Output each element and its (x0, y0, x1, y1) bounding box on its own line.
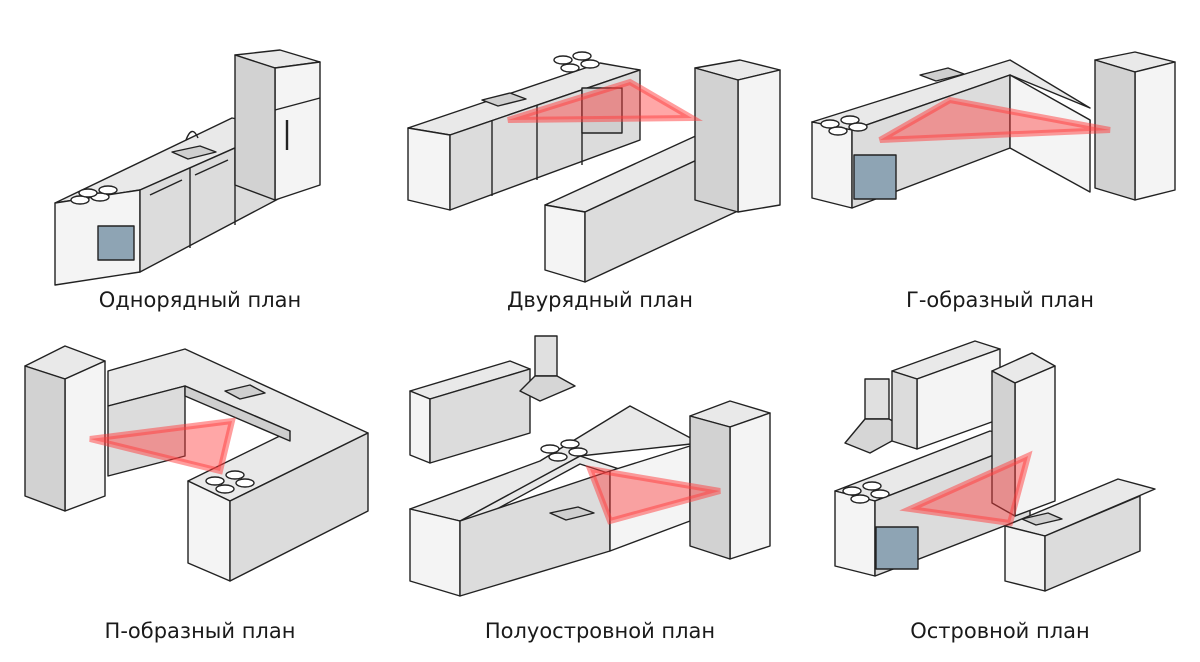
refrigerator-icon (689, 400, 771, 560)
panel-single-row: Однорядный план (0, 0, 400, 331)
sink-icon (481, 92, 527, 107)
panel-u-shaped: П-образный план (0, 331, 400, 662)
stove-icon (842, 481, 890, 504)
work-triangle-icon (899, 450, 1033, 527)
stove-icon (205, 470, 255, 494)
work-triangle-icon (507, 78, 703, 123)
stove-icon (540, 439, 588, 462)
panel-l-shaped: Г-образный план (800, 0, 1200, 331)
panel-island: Островной план (800, 331, 1200, 662)
caption-island: Островной план (910, 619, 1090, 643)
work-triangle-icon (89, 417, 236, 475)
l-shaped-illustration (811, 51, 1176, 209)
single-row-illustration (54, 49, 321, 286)
range-hood-icon (519, 335, 576, 402)
work-triangle-icon (878, 96, 1111, 143)
peninsula-illustration (409, 335, 771, 597)
work-triangle-icon (585, 465, 721, 525)
back-counter-front (407, 127, 451, 211)
refrigerator-icon (1094, 51, 1176, 201)
u-shaped-illustration (24, 345, 369, 582)
stove-icon (553, 51, 600, 73)
front-counter-front (544, 204, 586, 283)
stove-icon (70, 185, 118, 205)
panel-two-row: Двурядный план (400, 0, 800, 331)
counter-front (409, 508, 461, 597)
counter-side (229, 432, 369, 582)
sink-icon (549, 506, 595, 521)
two-row-illustration (407, 51, 781, 283)
caption-u-shaped: П-образный план (104, 619, 296, 643)
oven-window (853, 154, 897, 200)
refrigerator-icon (24, 345, 106, 512)
sink-icon (1021, 512, 1063, 526)
island-side (1044, 495, 1141, 592)
caption-l-shaped: Г-образный план (906, 288, 1094, 312)
sink-icon (171, 145, 217, 160)
island-front (1004, 525, 1046, 592)
refrigerator-icon (694, 59, 781, 213)
caption-two-row: Двурядный план (506, 288, 694, 312)
caption-peninsula: Полуостровной план (484, 619, 716, 643)
sink-icon (919, 67, 965, 82)
sink-icon (224, 384, 266, 400)
counter-front (834, 490, 876, 577)
oven-window (97, 225, 135, 261)
refrigerator-icon (234, 49, 321, 201)
panel-peninsula: Полуостровной план (400, 331, 800, 662)
stove-icon (820, 115, 868, 136)
caption-single-row: Однорядный план (98, 288, 302, 312)
island-illustration (834, 340, 1156, 592)
counter-front (811, 121, 853, 209)
oven-window (875, 526, 919, 570)
